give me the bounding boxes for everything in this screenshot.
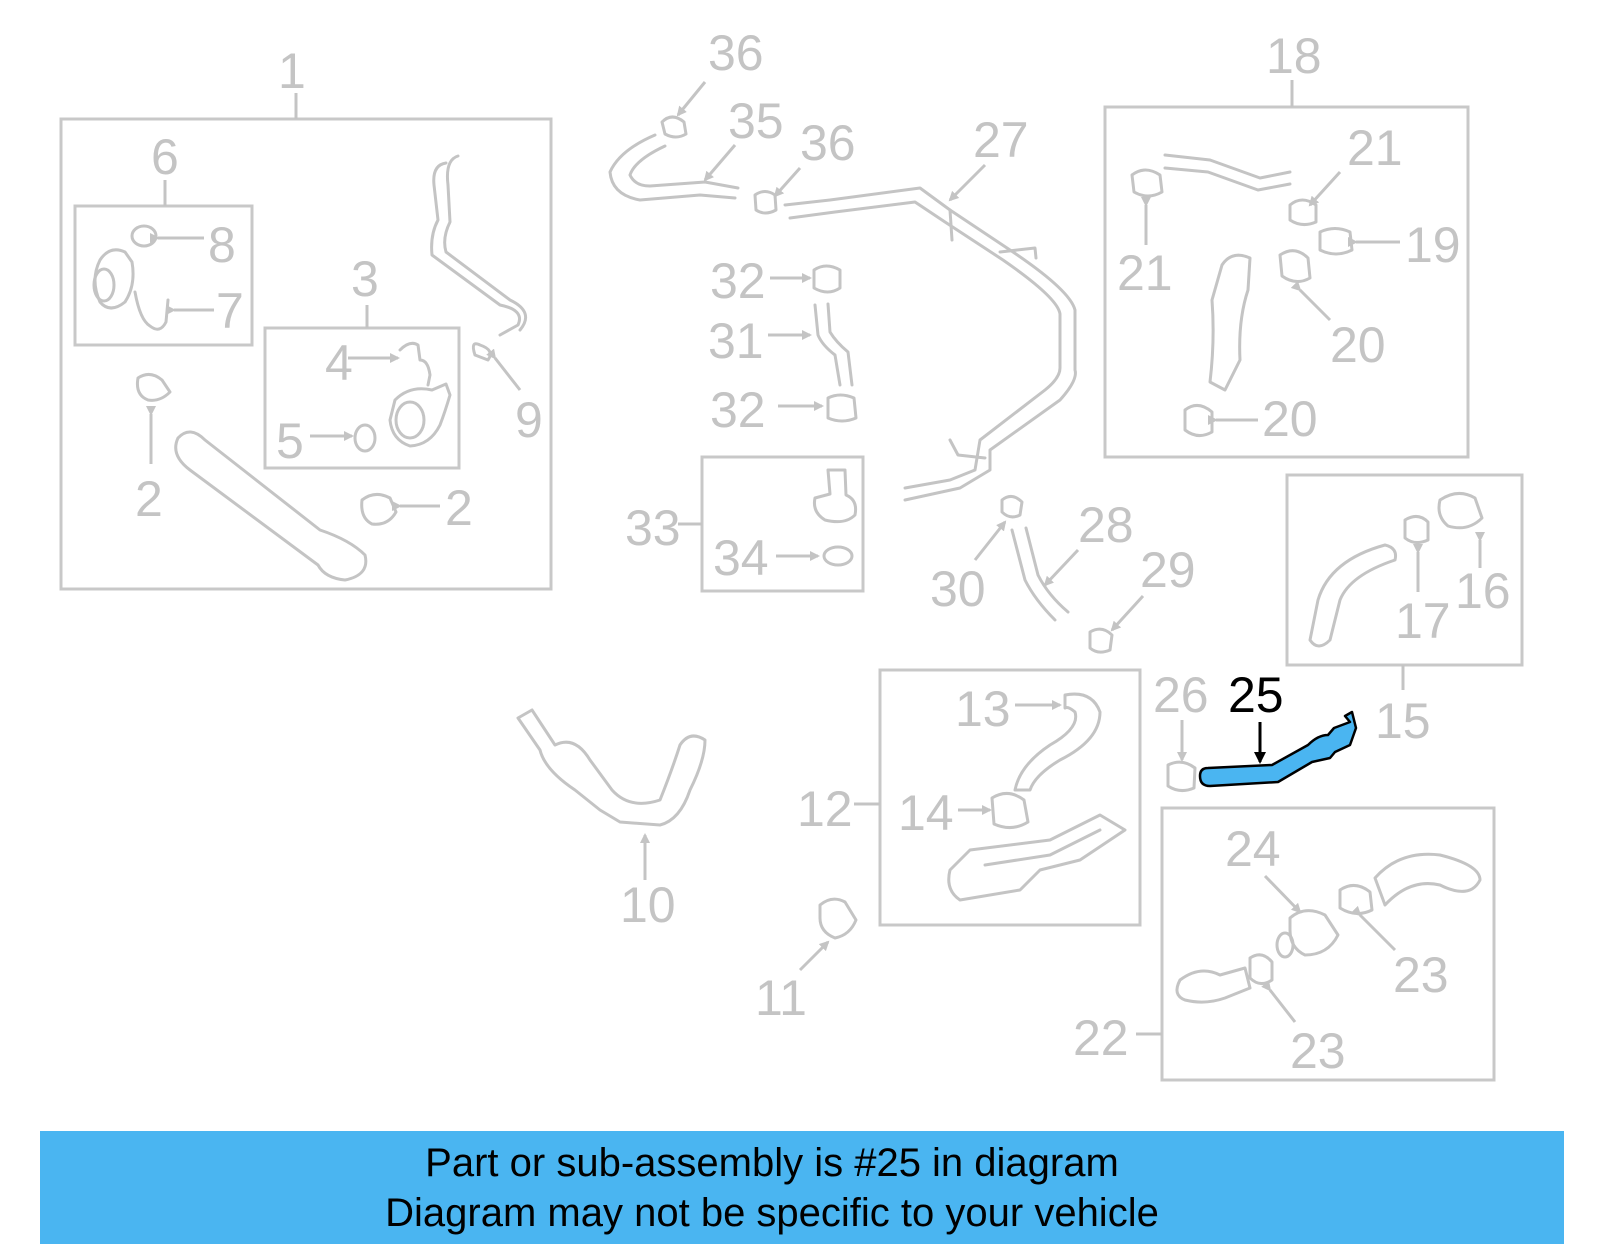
callout-26: 26 bbox=[1153, 667, 1209, 723]
callout-10: 10 bbox=[620, 877, 676, 933]
callout-15: 15 bbox=[1375, 693, 1431, 749]
callout-33: 33 bbox=[625, 500, 681, 556]
group-box-33: 33 34 bbox=[625, 455, 865, 593]
callout-12: 12 bbox=[797, 781, 853, 837]
info-banner: Part or sub-assembly is #25 in diagram D… bbox=[40, 1131, 1564, 1244]
part-drawings-center-lower: 30 28 29 bbox=[930, 495, 1196, 654]
callout-1: 1 bbox=[278, 43, 306, 99]
callout-7: 7 bbox=[216, 283, 244, 339]
callout-8: 8 bbox=[208, 217, 236, 273]
callout-24: 24 bbox=[1225, 821, 1281, 877]
part-drawings-center-upper: 36 35 36 27 32 31 32 bbox=[608, 25, 1077, 502]
callout-2a: 2 bbox=[135, 471, 163, 527]
callout-6: 6 bbox=[151, 129, 179, 185]
callout-30: 30 bbox=[930, 561, 986, 617]
group-box-12: 12 13 14 bbox=[797, 668, 1142, 927]
callout-31: 31 bbox=[708, 313, 764, 369]
callout-36b: 36 bbox=[800, 115, 856, 171]
callout-32a: 32 bbox=[710, 253, 766, 309]
highlighted-part-25: 25 bbox=[1198, 667, 1358, 788]
callout-2b: 2 bbox=[445, 480, 473, 536]
callout-28: 28 bbox=[1078, 497, 1134, 553]
callout-11: 11 bbox=[755, 970, 807, 1026]
callout-16: 16 bbox=[1455, 563, 1511, 619]
callout-3: 3 bbox=[351, 251, 379, 307]
callout-20b: 20 bbox=[1262, 391, 1318, 447]
callout-22: 22 bbox=[1073, 1010, 1129, 1066]
callout-4: 4 bbox=[325, 335, 353, 391]
callout-21b: 21 bbox=[1347, 120, 1403, 176]
callout-18: 18 bbox=[1266, 28, 1322, 84]
callout-14: 14 bbox=[898, 785, 954, 841]
callout-20a: 20 bbox=[1330, 317, 1386, 373]
part-25-hose bbox=[1198, 710, 1358, 788]
banner-line-1: Part or sub-assembly is #25 in diagram bbox=[425, 1140, 1119, 1185]
callout-35: 35 bbox=[728, 93, 784, 149]
part-drawings-lower-left: 26 10 11 bbox=[516, 667, 1209, 1026]
callout-32b: 32 bbox=[710, 382, 766, 438]
callout-36a: 36 bbox=[708, 25, 764, 81]
callout-13: 13 bbox=[955, 681, 1011, 737]
callout-17: 17 bbox=[1395, 593, 1451, 649]
callout-5: 5 bbox=[276, 413, 304, 469]
group-box-3: 3 bbox=[263, 251, 461, 470]
callout-29: 29 bbox=[1140, 542, 1196, 598]
part-drawings-group-1: 8 7 4 5 9 2 2 bbox=[92, 154, 543, 582]
callout-21a: 21 bbox=[1117, 245, 1173, 301]
group-box-6: 6 bbox=[73, 129, 254, 347]
banner-line-2: Diagram may not be specific to your vehi… bbox=[385, 1190, 1159, 1235]
callout-9: 9 bbox=[515, 392, 543, 448]
group-box-18: 18 21 21 19 20 20 bbox=[1103, 28, 1470, 459]
callout-27: 27 bbox=[973, 112, 1029, 168]
callout-34: 34 bbox=[713, 530, 769, 586]
group-box-15: 15 16 17 bbox=[1285, 473, 1524, 749]
callout-25: 25 bbox=[1228, 667, 1284, 723]
callout-19: 19 bbox=[1405, 217, 1461, 273]
group-box-22: 22 24 23 23 bbox=[1073, 806, 1496, 1082]
group-box-1: 1 bbox=[59, 43, 553, 591]
callout-23b: 23 bbox=[1290, 1023, 1346, 1079]
callout-23a: 23 bbox=[1393, 947, 1449, 1003]
